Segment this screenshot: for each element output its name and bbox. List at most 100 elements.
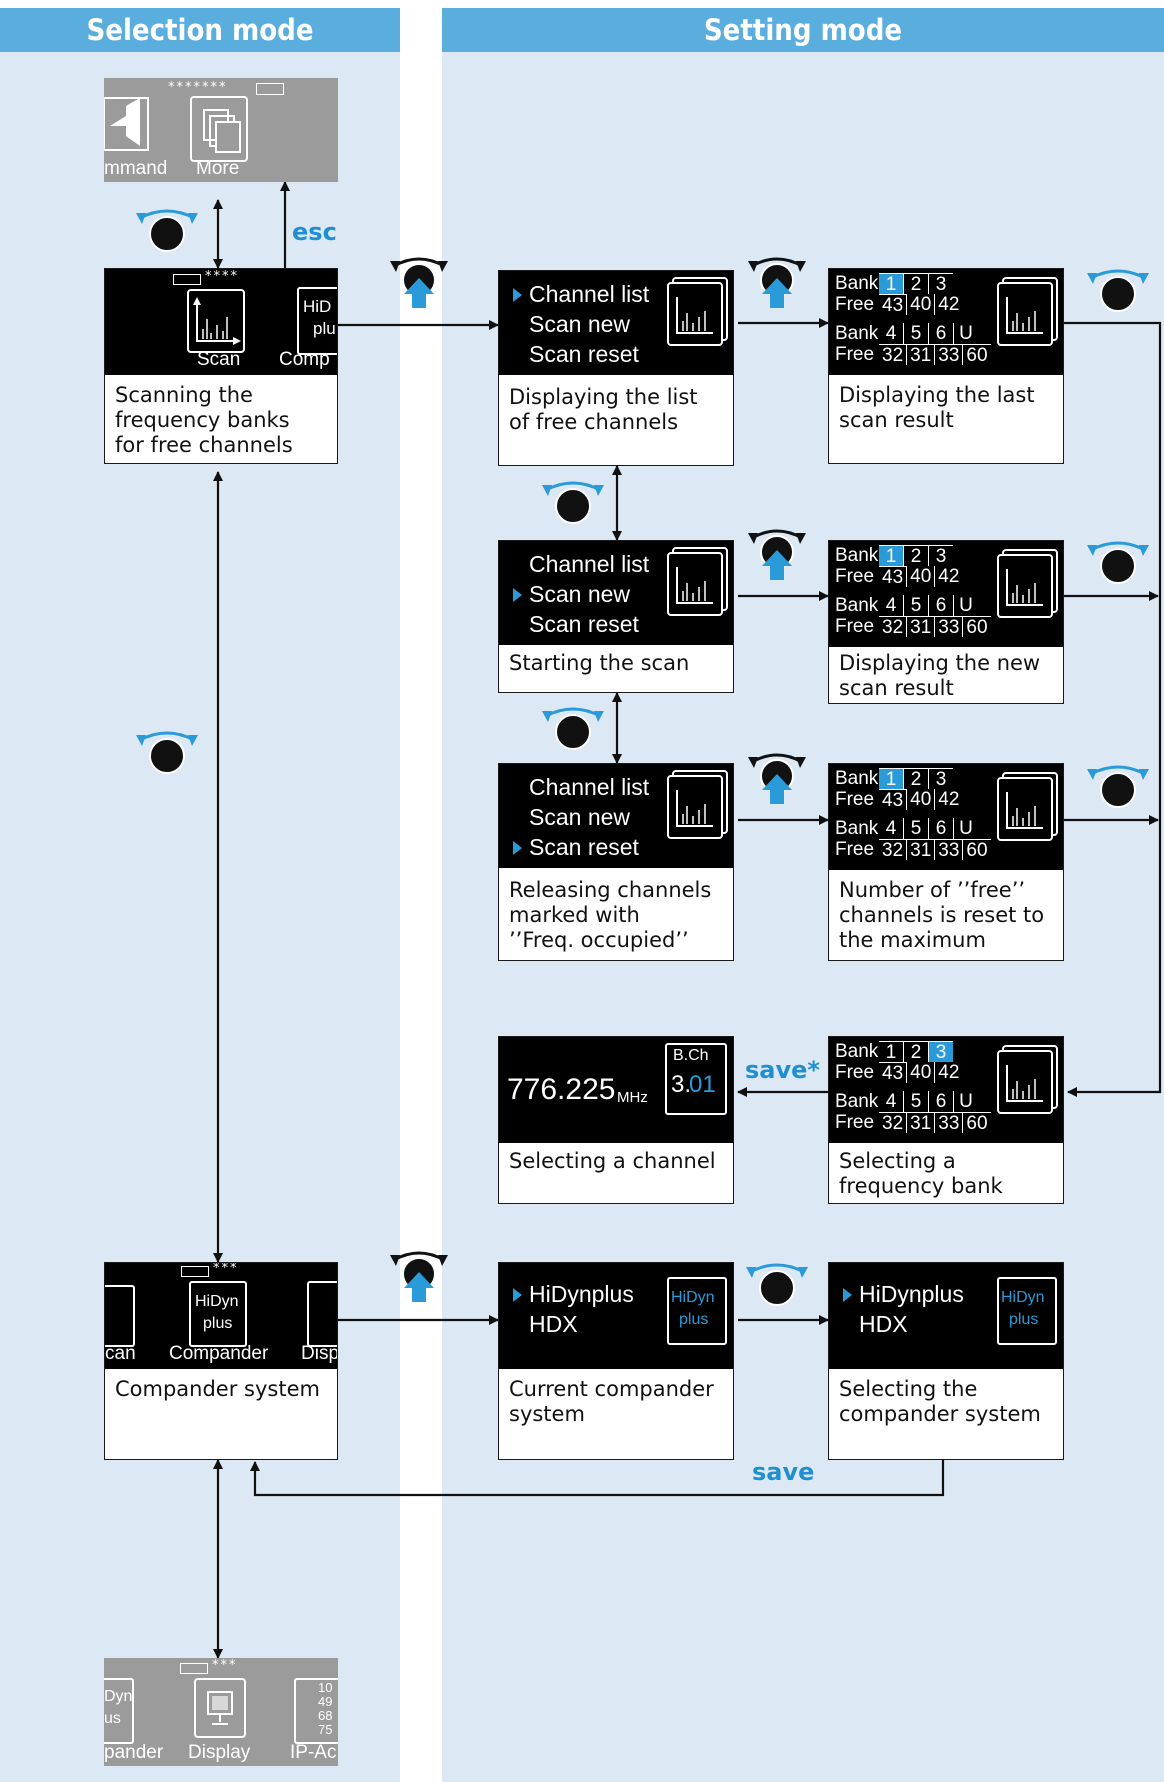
status-dots: *******	[168, 80, 228, 95]
menu-item-channel-list[interactable]: Channel list	[512, 279, 649, 309]
battery-icon	[256, 83, 284, 95]
hidyn-icon-text: plu	[313, 319, 336, 338]
scan-icon	[667, 547, 728, 616]
ip-number: 68	[318, 1708, 333, 1723]
scan-icon	[667, 277, 728, 346]
menu-box-scan-new: Channel list Scan new Scan reset Startin…	[498, 540, 734, 693]
rotate-knob-icon	[1087, 765, 1149, 808]
caption: Number of ’’free’’ channels is reset to …	[839, 878, 1045, 952]
icon-label-scan: can	[105, 1343, 136, 1364]
caption: Selecting a frequency bank	[839, 1149, 1003, 1198]
press-knob-icon	[748, 753, 806, 804]
icon-label-compander: Comp	[279, 349, 330, 370]
scan-icon	[997, 277, 1058, 346]
esc-label: esc	[292, 218, 337, 246]
menu-item-hdx[interactable]: HDX	[529, 1311, 578, 1337]
press-knob-icon	[390, 257, 448, 308]
hidyn-icon-text: HiDyn	[1001, 1289, 1045, 1306]
icon-label-display: Disp	[301, 1343, 337, 1364]
caption: Scanning the frequency banks for free ch…	[115, 383, 293, 457]
hidyn-icon-text: plus	[203, 1315, 233, 1332]
hidyn-icon-text: plus	[679, 1311, 709, 1328]
menu-item-hidynplus[interactable]: HiDynplus	[843, 1279, 964, 1309]
icon-label-scan: Scan	[197, 349, 241, 370]
caption: Displaying the last scan result	[839, 383, 1035, 432]
hidyn-icon	[189, 1281, 247, 1347]
press-knob-icon	[748, 529, 806, 580]
ip-number: 75	[318, 1722, 333, 1737]
rotate-knob-icon	[136, 209, 198, 252]
menu-item-channel-list[interactable]: Channel list	[529, 774, 650, 800]
hidyn-icon-text: Dyn	[104, 1688, 133, 1705]
hidyn-icon-text: HiDyn	[671, 1289, 715, 1306]
menu-item-hidynplus[interactable]: HiDynplus	[513, 1279, 634, 1309]
menu-item-hdx[interactable]: HDX	[859, 1311, 908, 1337]
scan-icon	[667, 770, 728, 839]
icon-label-display: Display	[188, 1742, 251, 1763]
ip-number: 49	[318, 1694, 333, 1709]
menu-item-scan-new[interactable]: Scan new	[529, 804, 631, 830]
caption: Selecting the compander system	[839, 1377, 1041, 1426]
rotate-knob-icon	[136, 731, 198, 774]
battery-icon	[181, 1266, 209, 1277]
caption: Displaying the new scan result	[839, 651, 1041, 700]
menu-box-scan-reset: Channel list Scan new Scan reset Releasi…	[498, 763, 734, 961]
menu-item-scan-reset[interactable]: Scan reset	[529, 341, 639, 367]
caption: Compander system	[115, 1377, 320, 1401]
icon-label-compander: pander	[104, 1742, 164, 1763]
top-screen: ******* mmand More	[104, 78, 338, 182]
caption: Releasing channels marked with ’’Freq. o…	[509, 878, 712, 952]
menu-box-channel-list: Channel list Scan new Scan reset Display…	[498, 270, 734, 466]
scan-icon	[187, 289, 245, 353]
hidyn-icon	[104, 1678, 134, 1744]
frequency-value: 776.225	[507, 1073, 616, 1106]
channel-box: 776.225 MHz B.Ch 3. 01 Selecting a chann…	[498, 1036, 734, 1204]
hidyn-icon-text: us	[104, 1710, 121, 1727]
rotate-knob-icon	[542, 481, 604, 524]
compander-selecting-box: HiDynplus HDX HiDyn plus Selecting the c…	[828, 1262, 1064, 1460]
menu-item-channel-list[interactable]: Channel list	[529, 551, 650, 577]
rotate-knob-icon	[1087, 541, 1149, 584]
bch-label: B.Ch	[673, 1047, 709, 1064]
hidyn-icon-text: HiDyn	[195, 1293, 239, 1310]
save-star-label: save*	[745, 1056, 820, 1084]
hidyn-icon	[667, 1277, 727, 1345]
menu-item-scan-new[interactable]: Scan new	[529, 311, 631, 337]
more-icon	[190, 96, 248, 162]
display-icon	[307, 1281, 337, 1347]
icon-label-ip-address: IP-Ac	[290, 1742, 337, 1763]
scan-menu-box: **** Scan HiD plu Comp Scanning the freq…	[104, 268, 338, 464]
press-knob-icon	[748, 257, 806, 308]
scan-icon	[997, 1045, 1058, 1114]
ip-address-icon	[294, 1678, 338, 1744]
caption: Current compander system	[509, 1377, 714, 1426]
bank-digit: 3.	[671, 1071, 692, 1098]
menu-item-scan-reset[interactable]: Scan reset	[512, 832, 649, 862]
frequency-unit: MHz	[617, 1089, 648, 1106]
caption: Selecting a channel	[509, 1149, 716, 1173]
ip-number: 10	[318, 1680, 333, 1695]
hidyn-icon-text: HiD	[303, 297, 332, 316]
scan-icon	[997, 549, 1058, 618]
bottom-screen: *** Dyn us 10 49 68 75 pander Display IP…	[104, 1658, 338, 1766]
battery-icon	[180, 1663, 208, 1674]
bch-frame	[665, 1043, 727, 1115]
rotate-knob-icon	[542, 707, 604, 750]
menu-item-scan-new[interactable]: Scan new	[512, 579, 649, 609]
speaker-icon	[104, 97, 149, 151]
scan-icon	[997, 772, 1058, 841]
menu-item-scan-reset[interactable]: Scan reset	[529, 611, 639, 637]
hidyn-icon	[297, 287, 337, 355]
compander-current-box: HiDynplus HDX HiDyn plus Current compand…	[498, 1262, 734, 1460]
status-dots: ***	[213, 1263, 239, 1276]
icon-label-compander: Compander	[169, 1343, 269, 1364]
icon-label-command: mmand	[104, 158, 168, 179]
rotate-knob-icon	[746, 1263, 808, 1306]
